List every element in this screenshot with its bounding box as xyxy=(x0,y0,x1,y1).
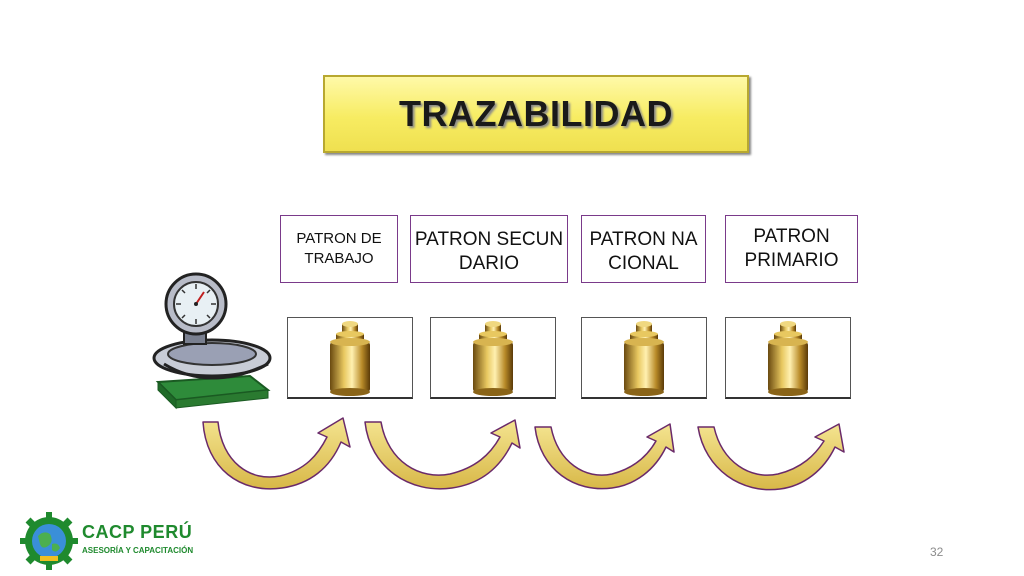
page-number: 32 xyxy=(930,545,944,559)
patron-label-text: PATRON NACIONAL xyxy=(589,229,698,274)
weighing-scale-icon xyxy=(152,272,272,410)
patron-label-nacional: PATRON NACIONAL xyxy=(581,215,706,283)
weight-box-secundario xyxy=(430,317,556,399)
curved-arrow-icon xyxy=(202,417,351,490)
patron-label-primario: PATRON PRIMARIO xyxy=(725,215,858,283)
page-title: TRAZABILIDAD xyxy=(399,93,673,134)
patron-label-secundario: PATRON SECUNDARIO xyxy=(410,215,568,283)
brass-weight-icon xyxy=(768,321,808,396)
cacp-logo-icon xyxy=(20,512,78,570)
curved-arrow-icon xyxy=(697,423,845,491)
title-banner: TRAZABILIDAD xyxy=(323,75,749,153)
weight-box-nacional xyxy=(581,317,707,399)
brass-weight-icon xyxy=(624,321,664,396)
brass-weight-icon xyxy=(473,321,513,396)
patron-label-text: PATRON PRIMARIO xyxy=(744,226,839,271)
curved-arrow-icon xyxy=(364,419,521,490)
curved-arrow-icon xyxy=(534,423,675,490)
brass-weight-icon xyxy=(330,321,370,396)
weight-box-trabajo xyxy=(287,317,413,399)
logo-tagline: ASESORÍA Y CAPACITACIÓN xyxy=(82,546,194,555)
weight-box-primario xyxy=(725,317,851,399)
patron-label-text: PATRON DE TRABAJO xyxy=(296,230,382,267)
logo-name: CACP PERÚ xyxy=(82,522,193,542)
patron-label-trabajo: PATRON DE TRABAJO xyxy=(280,215,398,283)
patron-label-text: PATRON SECUNDARIO xyxy=(414,229,564,274)
